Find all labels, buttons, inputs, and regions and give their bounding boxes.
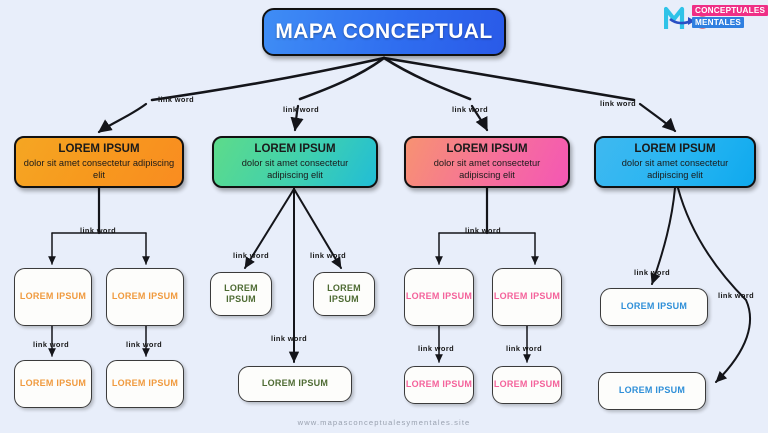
leaf-node-green-2[interactable]: LOREM IPSUM [313,272,375,316]
branch-node-green[interactable]: LOREM IPSUM dolor sit amet consectetur a… [212,136,378,188]
map-title-node[interactable]: MAPA CONCEPTUAL [262,8,506,56]
site-logo[interactable]: CONCEPTUALES MENTALES [664,2,768,34]
link-label-t2: link word [283,105,320,114]
link-label-b2: link word [718,291,755,300]
leaf-node-blue-2[interactable]: LOREM IPSUM [598,372,706,410]
link-label-o1: link word [80,226,117,235]
leaf-node-pink-3[interactable]: LOREM IPSUM [404,366,474,404]
leaf-label: LOREM IPSUM [493,291,561,302]
link-label-o3: link word [126,340,163,349]
link-label-t1: link word [158,95,195,104]
logo-line-conceptuales: CONCEPTUALES [692,5,768,16]
map-title-label: MAPA CONCEPTUAL [275,20,493,43]
site-footer-url: www.mapasconceptualesymentales.site [297,418,471,427]
branch-title-pink: LOREM IPSUM [446,143,528,156]
link-label-p1: link word [465,226,502,235]
branch-subtitle-orange: dolor sit amet consectetur adipiscing el… [23,157,175,180]
leaf-label: LOREM IPSUM [19,378,87,389]
leaf-label: LOREM IPSUM [19,291,87,302]
link-label-g3: link word [271,334,308,343]
leaf-node-orange-2[interactable]: LOREM IPSUM [106,268,184,326]
leaf-label: LOREM IPSUM [261,378,329,389]
leaf-node-blue-1[interactable]: LOREM IPSUM [600,288,708,326]
branch-title-orange: LOREM IPSUM [58,143,140,156]
branch-title-green: LOREM IPSUM [254,143,336,156]
link-label-b1: link word [634,268,671,277]
leaf-label: LOREM IPSUM [493,379,561,390]
leaf-node-pink-2[interactable]: LOREM IPSUM [492,268,562,326]
logo-line-mentales: MENTALES [692,17,745,28]
link-label-o2: link word [33,340,70,349]
link-label-g1: link word [233,251,270,260]
link-label-p3: link word [506,344,543,353]
leaf-node-pink-4[interactable]: LOREM IPSUM [492,366,562,404]
m-arrow-icon [664,6,695,29]
branch-title-blue: LOREM IPSUM [634,143,716,156]
leaf-label: LOREM IPSUM [111,291,179,302]
leaf-node-orange-4[interactable]: LOREM IPSUM [106,360,184,408]
leaf-label: LOREM IPSUM [618,385,686,396]
leaf-node-green-3[interactable]: LOREM IPSUM [238,366,352,402]
leaf-node-orange-3[interactable]: LOREM IPSUM [14,360,92,408]
leaf-node-green-1[interactable]: LOREM IPSUM [210,272,272,316]
branch-node-orange[interactable]: LOREM IPSUM dolor sit amet consectetur a… [14,136,184,188]
branch-subtitle-green: dolor sit amet consectetur adipiscing el… [241,157,349,180]
leaf-node-pink-1[interactable]: LOREM IPSUM [404,268,474,326]
leaf-node-orange-1[interactable]: LOREM IPSUM [14,268,92,326]
leaf-label: LOREM IPSUM [405,379,473,390]
leaf-label: LOREM IPSUM [111,378,179,389]
leaf-label: LOREM IPSUM [327,282,361,304]
leaf-label: LOREM IPSUM [405,291,473,302]
leaf-label: LOREM IPSUM [620,301,688,312]
branch-node-blue[interactable]: LOREM IPSUM dolor sit amet consectetur a… [594,136,756,188]
branch-subtitle-pink: dolor sit amet consectetur adipiscing el… [433,157,541,180]
link-label-t3: link word [452,105,489,114]
branch-node-pink[interactable]: LOREM IPSUM dolor sit amet consectetur a… [404,136,570,188]
link-label-g2: link word [310,251,347,260]
leaf-label: LOREM IPSUM [224,282,258,304]
link-label-p2: link word [418,344,455,353]
branch-subtitle-blue: dolor sit amet consectetur adipiscing el… [621,157,729,180]
link-label-t4: link word [600,99,637,108]
